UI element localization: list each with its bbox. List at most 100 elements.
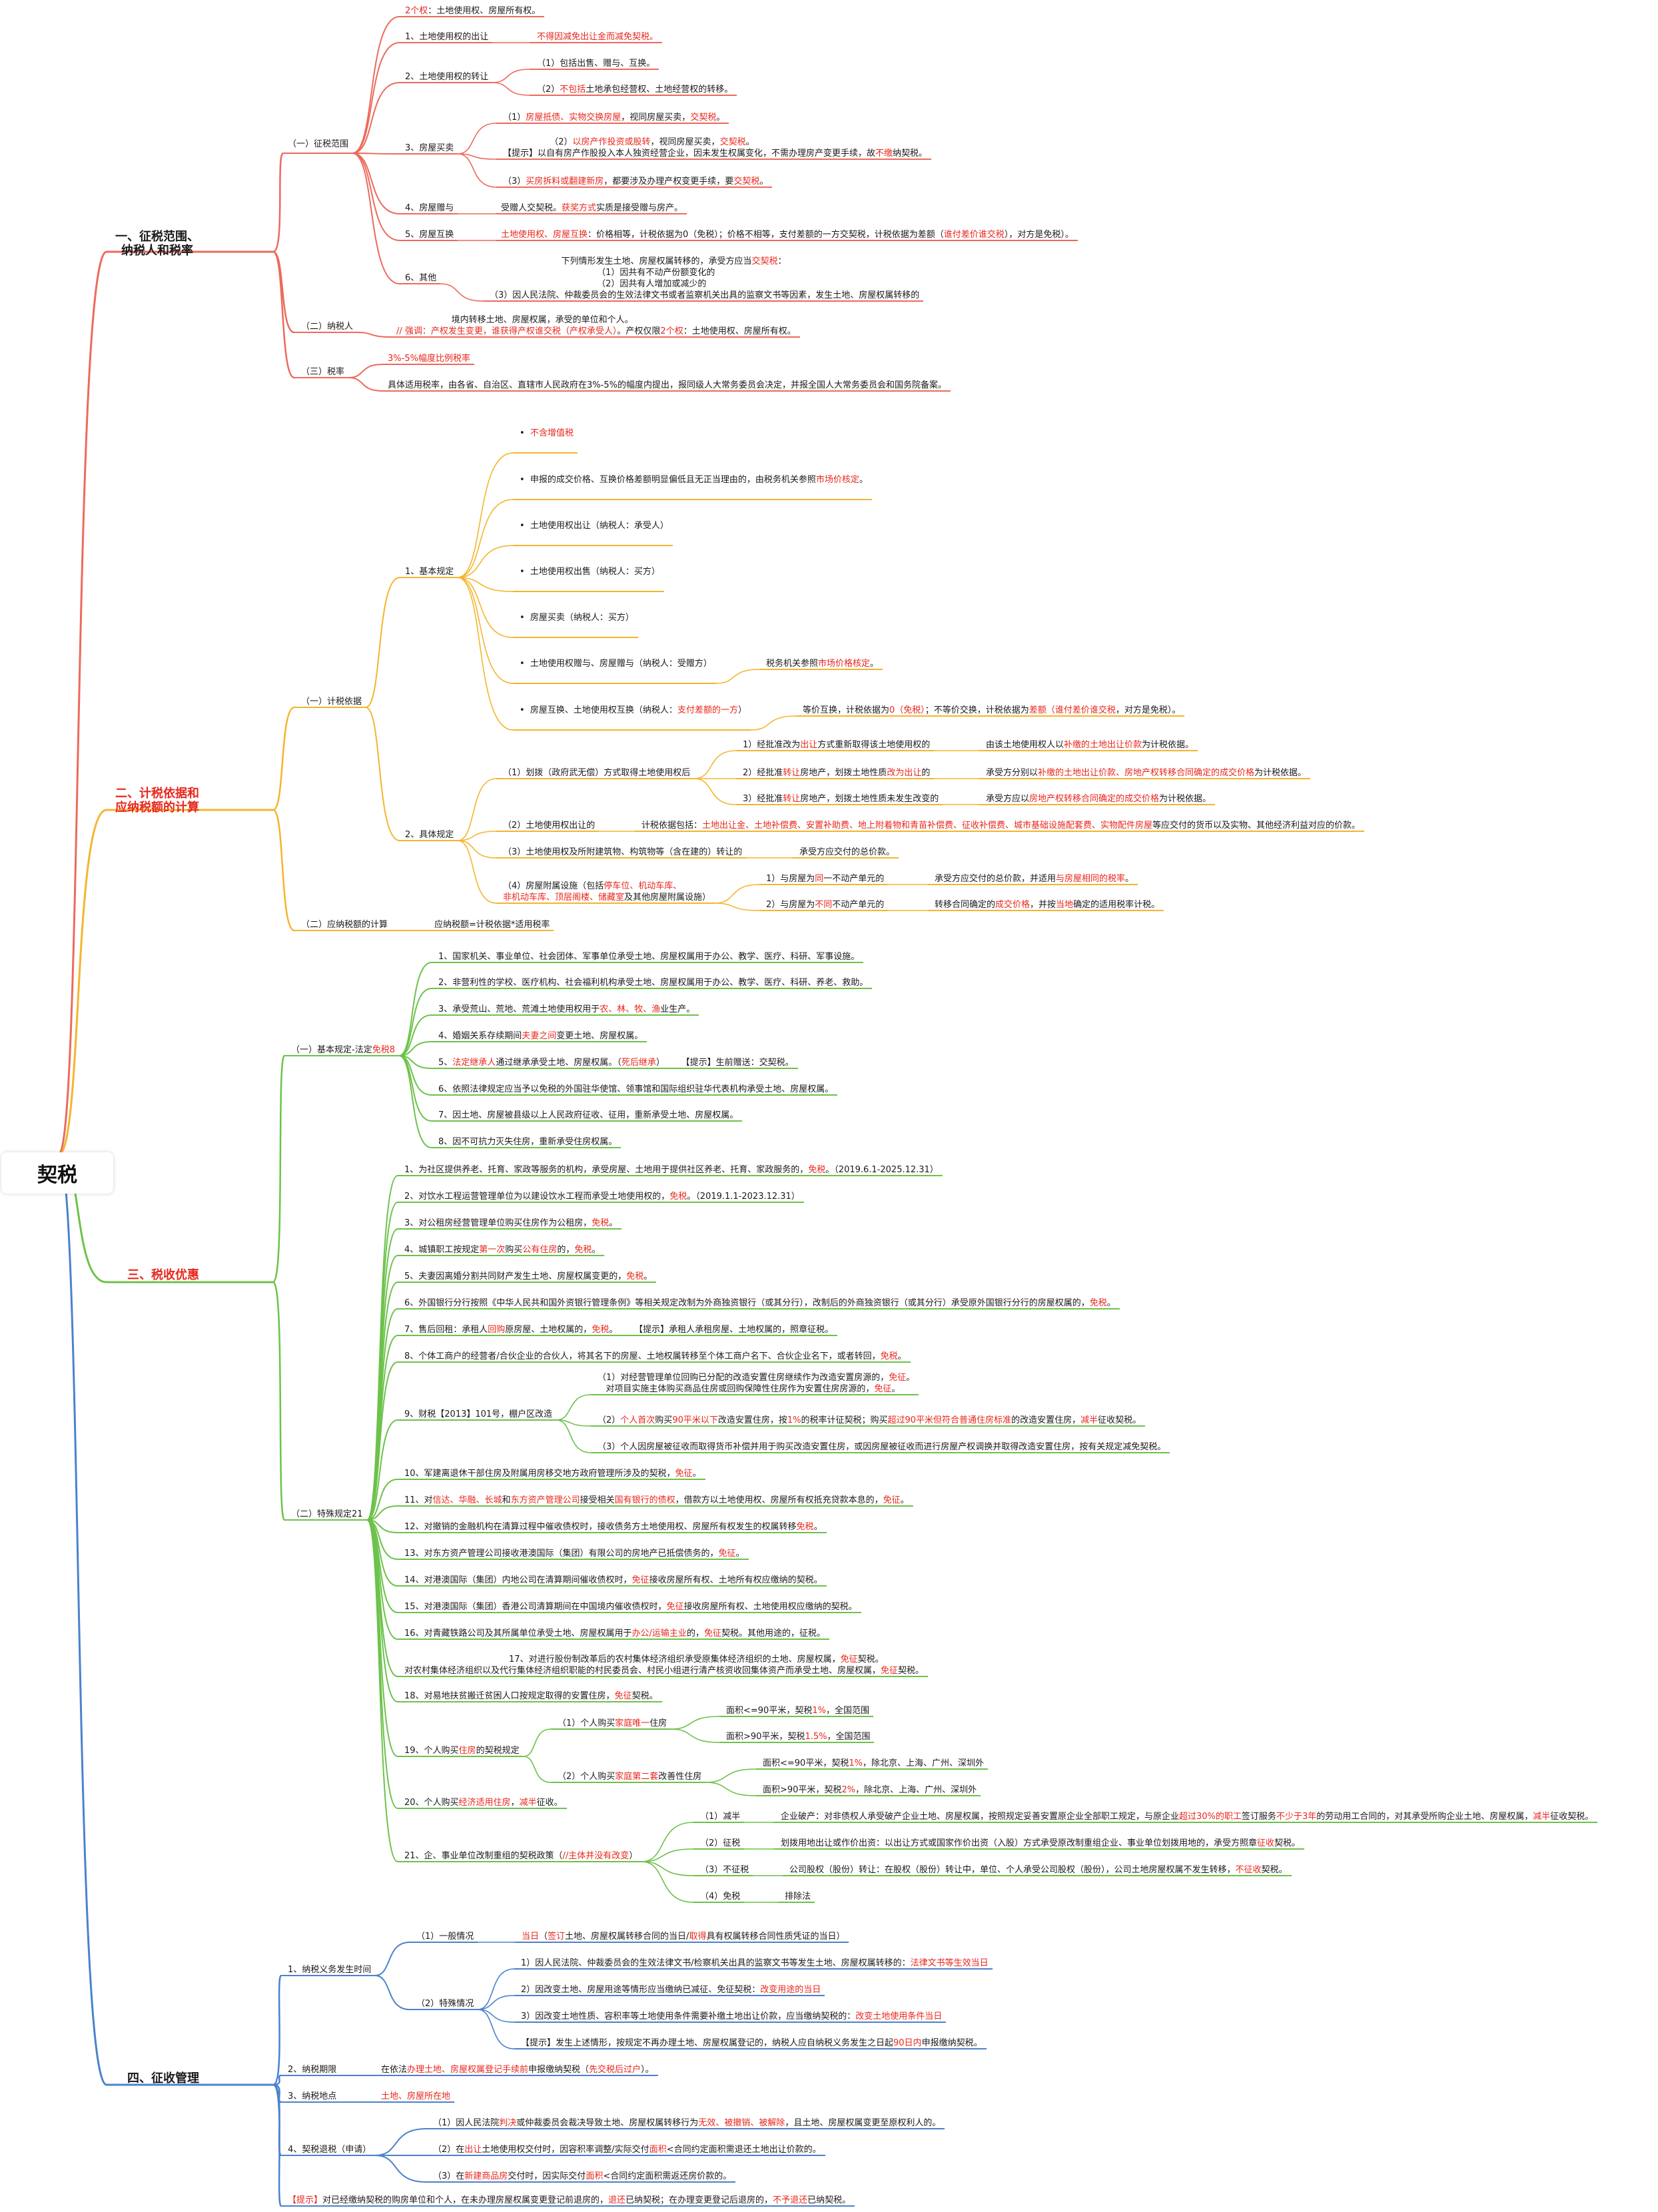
mindmap-node[interactable]: 承受方分别以补缴的土地出让价款、房地产权转移合同确定的成交价格为计税依据。 — [986, 767, 1306, 779]
mindmap-node[interactable]: 15、对港澳国际（集团）香港公司清算期间在中国境内催收债权时，免征接收房屋所有权… — [404, 1601, 857, 1613]
group-node[interactable]: （一）征税范围 — [288, 139, 348, 150]
group-node[interactable]: 1、纳税义务发生时间 — [288, 1964, 371, 1976]
group-node[interactable]: （一）基本规定-法定免税8 — [291, 1044, 395, 1056]
mindmap-node[interactable]: 1、国家机关、事业单位、社会团体、军事单位承受土地、房屋权属用于办公、教学、医疗… — [438, 951, 859, 962]
mindmap-node[interactable]: 3）经批准转让房地产，划拨土地性质未发生改变的 — [743, 793, 939, 805]
mindmap-node[interactable]: 1）与房屋为同一不动产单元的 — [766, 873, 884, 885]
mindmap-node[interactable]: • 房屋互换、土地使用权互换（纳税人：支付差额的一方） — [520, 705, 747, 716]
mindmap-node[interactable]: • 土地使用权出让（纳税人：承受人） — [520, 520, 669, 532]
section-title[interactable]: 三、税收优惠 — [127, 1268, 199, 1282]
mindmap-node[interactable]: （2）不包括土地承包经营权、土地经营权的转移。 — [537, 84, 733, 95]
group-node[interactable]: 2、纳税期限 — [288, 2064, 336, 2075]
mindmap-node[interactable]: （1）房屋抵债、实物交换房屋，视同房屋买卖，交契税。 — [503, 112, 725, 123]
mindmap-node[interactable]: 2、具体规定 — [405, 829, 454, 841]
mindmap-node[interactable]: 6、依照法律规定应当予以免税的外国驻华使馆、领事馆和国际组织驻华代表机构承受土地… — [438, 1084, 833, 1095]
mindmap-node[interactable]: 2）与房屋为不同不动产单元的 — [766, 899, 884, 911]
mindmap-node[interactable]: 1、土地使用权的出让 — [405, 31, 488, 43]
section-title[interactable]: 四、征收管理 — [127, 2071, 199, 2085]
mindmap-node[interactable]: • 土地使用权赠与、房屋赠与（纳税人：受赠方） — [520, 658, 712, 669]
mindmap-node[interactable]: 税务机关参照市场价格核定。 — [766, 658, 879, 669]
mindmap-node[interactable]: 划拨用地出让或作价出资：以出让方式或国家作价出资（入股）方式承受原改制重组企业、… — [781, 1838, 1300, 1849]
mindmap-node[interactable]: 11、对信达、华融、长城和东方资产管理公司接受相关国有银行的债权，借款方以土地使… — [404, 1495, 909, 1506]
group-node[interactable]: （二）应纳税额的计算 — [301, 919, 388, 930]
mindmap-node[interactable]: 4、房屋赠与 — [405, 202, 454, 214]
mindmap-node[interactable]: （1）划拨（政府武无偿）方式取得土地使用权后 — [503, 767, 690, 779]
mindmap-node[interactable]: 18、对易地扶贫搬迁贫困人口按规定取得的安置住房，免征契税。 — [404, 1690, 658, 1702]
mindmap-node[interactable]: 具体适用税率，由各省、自治区、直辖市人民政府在3%-5%的幅度内提出，报同级人大… — [388, 380, 947, 391]
mindmap-node[interactable]: 应纳税额=计税依据*适用税率 — [434, 919, 550, 930]
mindmap-node[interactable]: 1）因人民法院、仲裁委员会的生效法律文书/检察机关出具的监察文书等发生土地、房屋… — [521, 1958, 989, 1969]
mindmap-node[interactable]: 承受方应交付的总价款，并适用与房屋相同的税率。 — [935, 873, 1134, 885]
mindmap-node[interactable]: • 土地使用权出售（纳税人：买方） — [520, 566, 660, 577]
mindmap-node[interactable]: （3）在新建商品房交付时，因实际交付面积<合同约定面积需返还房价款的。 — [433, 2171, 731, 2182]
mindmap-node[interactable]: 3、对公租房经营管理单位购买住房作为公租房，免税。 — [404, 1218, 618, 1229]
mindmap-node[interactable]: （3）个人因房屋被征收而取得货币补偿并用于购买改造安置住房，或因房屋被征收而进行… — [598, 1441, 1166, 1453]
mindmap-node[interactable]: 排除法 — [785, 1891, 811, 1902]
mindmap-node[interactable]: 等价互换，计税依据为0（免税）；不等价交换，计税依据为差额（谁付差价谁交税，对方… — [803, 705, 1180, 716]
mindmap-node[interactable]: 3、房屋买卖 — [405, 143, 454, 154]
mindmap-node[interactable]: 计税依据包括：土地出让金、土地补偿费、安置补助费、地上附着物和青苗补偿费、征收补… — [641, 820, 1360, 831]
group-node[interactable]: 4、契税退税（申请） — [288, 2144, 371, 2155]
mindmap-node[interactable]: 公司股权（股份）转让：在股权（股份）转让中，单位、个人承受公司股权（股份），公司… — [789, 1864, 1288, 1876]
mindmap-node[interactable]: 2）因改变土地、房屋用途等情形应当缴纳已减征、免征契税：改变用途的当日 — [521, 1984, 821, 1996]
group-node[interactable]: （三）税率 — [301, 366, 344, 378]
mindmap-node[interactable]: 8、因不可抗力灭失住房，重新承受住房权属。 — [438, 1136, 617, 1148]
mindmap-node[interactable]: （2）个人购买家庭第二套改善性住房 — [558, 1771, 701, 1782]
mindmap-node[interactable]: 6、其他 — [405, 272, 436, 284]
mindmap-node[interactable]: 1、为社区提供养老、托育、家政等服务的机构，承受房屋、土地用于提供社区养老、托育… — [404, 1164, 939, 1176]
mindmap-node[interactable]: （3）土地使用权及所附建筑物、构筑物等（含在建的）转让的 — [503, 847, 742, 858]
mindmap-node[interactable]: 10、军建离退休干部住房及附属用房移交地方政府管理所涉及的契税，免征。 — [404, 1468, 701, 1479]
mindmap-node[interactable]: 2个权：土地使用权、房屋所有权。 — [405, 5, 540, 17]
mindmap-node[interactable]: 5、夫妻因离婚分割共同财产发生土地、房屋权属变更的，免税。 — [404, 1271, 652, 1282]
mindmap-node[interactable]: 20、个人购买经济适用住房，减半征收。 — [404, 1797, 563, 1808]
section-title[interactable]: 二、计税依据和 应纳税额的计算 — [115, 787, 199, 815]
mindmap-node[interactable]: （1）减半 — [700, 1811, 740, 1822]
mindmap-node[interactable]: （1）个人购买家庭唯一住房 — [558, 1718, 667, 1729]
mindmap-node[interactable]: 承受方应以房地产权转移合同确定的成交价格为计税依据。 — [986, 793, 1211, 805]
mindmap-node[interactable]: （2）个人首次购买90平米以下改造安置住房，按1%的税率计征契税；购买超过90平… — [598, 1415, 1141, 1426]
mindmap-node[interactable]: （2）土地使用权出让的 — [503, 820, 595, 831]
mindmap-node[interactable]: 面积<=90平米，契税1%，除北京、上海、广州、深圳外 — [763, 1758, 984, 1769]
mindmap-node[interactable]: 2、土地使用权的转让 — [405, 71, 488, 83]
mindmap-node[interactable]: 14、对港澳国际（集团）内地公司在清算期间催收债权时，免征接收房屋所有权、土地所… — [404, 1575, 823, 1586]
mindmap-node[interactable]: 面积>90平米，契税2%，除北京、上海、广州、深圳外 — [763, 1784, 977, 1796]
mindmap-node[interactable]: 12、对撤销的金融机构在清算过程中催收债权时，接收债务方土地使用权、房屋所有权发… — [404, 1521, 823, 1533]
mindmap-node[interactable]: 境内转移土地、房屋权属，承受的单位和个人。 // 强调：产权发生变更，谁获得产权… — [396, 314, 796, 337]
mindmap-node[interactable]: 3）因改变土地性质、容积率等土地使用条件需要补缴土地出让价款，应当缴纳契税的：改… — [521, 2011, 942, 2022]
mindmap-node[interactable]: （2）以房产作投资或股转，视同房屋买卖，交契税。 【提示】以自有房产作股投入本人… — [503, 137, 927, 159]
mindmap-node[interactable]: 5、法定继承人通过继承承受土地、房屋权属。（死后继承） 【提示】生前赠送：交契税… — [438, 1057, 794, 1068]
mindmap-node[interactable]: （1）包括出售、赠与、互换。 — [537, 58, 655, 69]
mindmap-node[interactable]: （2）征税 — [700, 1838, 740, 1849]
mindmap-node[interactable]: （2）特殊情况 — [416, 1998, 474, 2010]
mindmap-node[interactable]: （4）房屋附属设施（包括停车位、机动车库、 非机动车库、顶层阁楼、储藏室及其他房… — [503, 881, 711, 903]
mindmap-node[interactable]: 2、对饮水工程运营管理单位为以建设饮水工程而承受土地使用权的，免税。（2019.… — [404, 1191, 800, 1202]
mindmap-node[interactable]: 受赠人交契税。获奖方式实质是接受赠与房产。 — [501, 202, 683, 214]
mindmap-node[interactable]: （3）不征税 — [700, 1864, 749, 1876]
mindmap-node[interactable]: 1）经批准改为出让方式重新取得该土地使用权的 — [743, 739, 930, 751]
mindmap-node[interactable]: 3%-5%幅度比例税率 — [388, 353, 470, 364]
mindmap-node[interactable]: 【提示】发生上述情形，按规定不再办理土地、房屋权属登记的，纳税人应自纳税义务发生… — [521, 2037, 983, 2049]
mindmap-node[interactable]: （3）买房拆料或翻建新房，都要涉及办理产权变更手续，要交契税。 — [503, 176, 768, 187]
mindmap-node[interactable]: 面积>90平米，契税1.5%，全国范围 — [726, 1731, 870, 1742]
mindmap-node[interactable]: 4、城镇职工按规定第一次购买公有住房的，免税。 — [404, 1244, 600, 1256]
mindmap-node[interactable]: （1）对经营管理单位回购已分配的改造安置住房继续作为改造安置房源的，免征。 对项… — [598, 1372, 915, 1395]
mindmap-node[interactable]: • 房屋买卖（纳税人：买方） — [520, 612, 634, 623]
group-node[interactable]: （二）特殊规定21 — [291, 1509, 363, 1520]
mindmap-node[interactable]: 7、售后回租：承租人回购原房屋、土地权属的，免税。 【提示】承租人承租房屋、土地… — [404, 1324, 833, 1335]
mindmap-node[interactable]: • 申报的成交价格、互换价格差额明显偏低且无正当理由的，由税务机关参照市场价核定… — [520, 474, 868, 486]
root-node[interactable]: 契税 — [1, 1152, 113, 1194]
group-node[interactable]: 3、纳税地点 — [288, 2091, 336, 2102]
mindmap-node[interactable]: 企业破产：对非债权人承受破产企业土地、房屋权属，按照规定妥善安置原企业全部职工规… — [781, 1811, 1593, 1822]
mindmap-node[interactable]: 在依法办理土地、房屋权属登记手续前申报缴纳契税（先交税后过户）。 — [381, 2064, 654, 2075]
group-node[interactable]: （一）计税依据 — [301, 696, 362, 707]
mindmap-node[interactable]: 7、因土地、房屋被县级以上人民政府征收、征用，重新承受土地、房屋权属。 — [438, 1110, 738, 1121]
mindmap-node[interactable]: 16、对青藏铁路公司及其所属单位承受土地、房屋权属用于办公/运输主业的，免征契税… — [404, 1628, 825, 1639]
mindmap-node[interactable]: （4）免税 — [700, 1891, 740, 1902]
mindmap-node[interactable]: （1）一般情况 — [416, 1931, 474, 1942]
mindmap-node[interactable]: 土地使用权、房屋互换：价格相等，计税依据为0（免税）；价格不相等，支付差额的一方… — [501, 229, 1074, 240]
mindmap-node[interactable]: 4、婚姻关系存续期间夫妻之间变更土地、房屋权属。 — [438, 1030, 643, 1042]
mindmap-node[interactable]: 当日（签订土地、房屋权属转移合同的当日/取得具有权属转移合同性质凭证的当日） — [522, 1931, 845, 1942]
mindmap-node[interactable]: 面积<=90平米，契税1%，全国范围 — [726, 1705, 869, 1716]
mindmap-node[interactable]: 2、非营利性的学校、医疗机构、社会福利机构承受土地、房屋权属用于办公、教学、医疗… — [438, 977, 868, 988]
mindmap-node[interactable]: 13、对东方资产管理公司接收港澳国际（集团）有限公司的房地产已抵偿债务的，免征。 — [404, 1548, 745, 1559]
